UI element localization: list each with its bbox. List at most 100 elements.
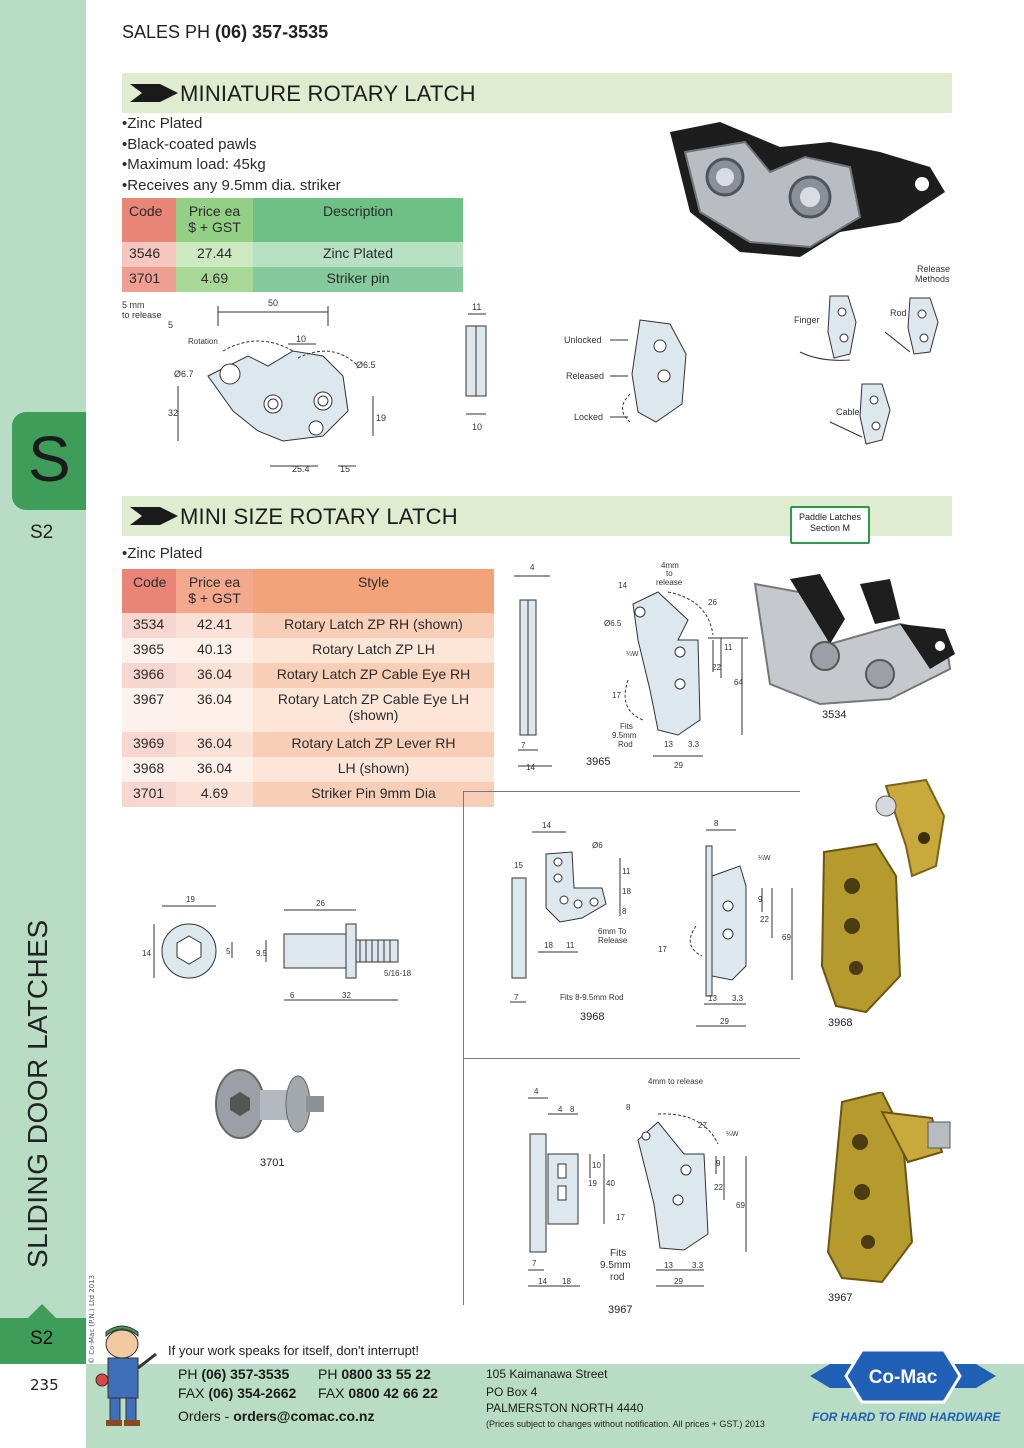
svg-text:8: 8 bbox=[714, 819, 719, 828]
photo-3534 bbox=[753, 574, 955, 706]
arrow-bullet-icon bbox=[130, 507, 178, 525]
label-3968-photo: 3968 bbox=[828, 1017, 853, 1029]
svg-text:¼W: ¼W bbox=[626, 651, 639, 658]
svg-text:Ø6.5: Ø6.5 bbox=[356, 360, 376, 370]
svg-text:Rod: Rod bbox=[618, 740, 633, 749]
svg-text:8: 8 bbox=[626, 1103, 631, 1112]
svg-text:5/16-18: 5/16-18 bbox=[384, 969, 412, 978]
svg-text:22: 22 bbox=[714, 1183, 723, 1192]
svg-text:19: 19 bbox=[376, 413, 386, 423]
svg-text:7: 7 bbox=[521, 741, 526, 750]
bottom-tab bbox=[0, 1318, 86, 1364]
svg-text:7: 7 bbox=[514, 993, 519, 1002]
svg-text:release: release bbox=[656, 578, 683, 587]
drawing-3968-side: 14 Ø6 15 11 18 8 6mm To Release 18 11 7 … bbox=[510, 821, 631, 1003]
column-header-code: Code bbox=[122, 569, 176, 613]
svg-text:22: 22 bbox=[712, 663, 721, 672]
photo-3701 bbox=[215, 1069, 324, 1139]
svg-text:¼W: ¼W bbox=[758, 855, 771, 862]
svg-text:Ø6.5: Ø6.5 bbox=[604, 619, 622, 628]
footer-phone-freephone: PH 0800 33 55 22 bbox=[318, 1366, 431, 1382]
label-release: 5 mm bbox=[122, 300, 145, 310]
svg-text:14: 14 bbox=[538, 1277, 547, 1286]
section-title-mini-size: MINI SIZE ROTARY LATCH bbox=[180, 504, 458, 529]
column-header-description: Description bbox=[253, 198, 463, 242]
column-header-code: Code bbox=[122, 198, 176, 242]
svg-text:Rotation: Rotation bbox=[188, 337, 218, 346]
drawing-striker-pin: 19 26 14 5 9.5 5/16-18 6 32 bbox=[142, 895, 412, 1001]
feature-item: Zinc Plated bbox=[122, 114, 341, 135]
svg-text:Rod: Rod bbox=[890, 308, 907, 318]
svg-text:Unlocked: Unlocked bbox=[564, 335, 602, 345]
svg-text:11: 11 bbox=[472, 302, 481, 312]
feature-item: Black-coated pawls bbox=[122, 135, 341, 156]
svg-text:27: 27 bbox=[698, 1121, 707, 1130]
divider-line bbox=[463, 1058, 800, 1059]
svg-text:15: 15 bbox=[340, 464, 350, 474]
drawing-3965: 4 7 14 4mm to release 14 26 Ø6.5 ¼W 11 2… bbox=[514, 561, 748, 772]
paddle-latches-badge[interactable]: Paddle Latches Section M bbox=[790, 506, 870, 544]
svg-text:Fits: Fits bbox=[620, 722, 633, 731]
svg-text:18: 18 bbox=[622, 887, 631, 896]
sales-phone: (06) 357-3535 bbox=[215, 22, 329, 42]
divider-line bbox=[463, 791, 800, 792]
section-tab bbox=[12, 412, 86, 510]
photo-3967 bbox=[826, 1092, 951, 1284]
svg-text:Ø6: Ø6 bbox=[592, 841, 603, 850]
svg-text:11: 11 bbox=[566, 941, 575, 950]
footer-address-line: PO Box 4 bbox=[486, 1385, 538, 1399]
label-3968-drawing: 3968 bbox=[580, 1011, 605, 1023]
feature-list-miniature: Zinc Plated Black-coated pawls Maximum l… bbox=[122, 114, 341, 197]
svg-text:Fits 8-9.5mm Rod: Fits 8-9.5mm Rod bbox=[560, 993, 624, 1002]
svg-text:50: 50 bbox=[268, 298, 278, 308]
footer-address-line: 105 Kaimanawa Street bbox=[486, 1367, 608, 1381]
bottom-tab-notch bbox=[28, 1304, 56, 1318]
svg-text:4mm to release: 4mm to release bbox=[648, 1077, 704, 1086]
svg-text:18: 18 bbox=[544, 941, 553, 950]
svg-text:10: 10 bbox=[296, 334, 306, 344]
svg-text:9.5mm: 9.5mm bbox=[600, 1260, 631, 1271]
footer-fax: FAX (06) 354-2662 bbox=[178, 1385, 297, 1401]
footer-fax-freephone: FAX 0800 42 66 22 bbox=[318, 1385, 438, 1401]
svg-text:29: 29 bbox=[720, 1017, 729, 1026]
feature-item: Receives any 9.5mm dia. striker bbox=[122, 176, 340, 197]
svg-text:18: 18 bbox=[562, 1277, 571, 1286]
sales-phone-line: SALES PH (06) 357-3535 bbox=[122, 22, 328, 43]
svg-text:11: 11 bbox=[622, 867, 631, 876]
bottom-tab-code: S2 bbox=[30, 1328, 54, 1349]
svg-text:rod: rod bbox=[610, 1272, 624, 1283]
drawing-3968-front: 8 ¼W 9 22 69 17 13 3.3 29 bbox=[658, 819, 793, 1027]
svg-text:17: 17 bbox=[616, 1213, 625, 1222]
section-tab-letter: S bbox=[28, 423, 71, 495]
svg-text:32: 32 bbox=[342, 991, 351, 1000]
table-row: 3546 27.44 Zinc Plated bbox=[122, 242, 463, 267]
vertical-category-title: SLIDING DOOR LATCHES bbox=[22, 919, 53, 1268]
svg-text:8: 8 bbox=[570, 1105, 575, 1114]
section-tab-code: S2 bbox=[30, 522, 54, 543]
svg-text:5: 5 bbox=[226, 947, 231, 956]
svg-text:9.5mm: 9.5mm bbox=[612, 731, 637, 740]
svg-text:Methods: Methods bbox=[915, 274, 950, 284]
svg-text:Cable: Cable bbox=[836, 407, 860, 417]
sales-prefix: SALES PH bbox=[122, 22, 216, 42]
label-3534: 3534 bbox=[822, 709, 847, 721]
page-number: 235 bbox=[30, 1376, 59, 1394]
label-3967-photo: 3967 bbox=[828, 1292, 853, 1304]
sidebar bbox=[0, 0, 86, 1320]
svg-text:11: 11 bbox=[724, 643, 733, 652]
photo-miniature-rotary-latch bbox=[670, 122, 945, 257]
footer-slogan: If your work speaks for itself, don't in… bbox=[168, 1343, 420, 1358]
footer-phone: PH (06) 357-3535 bbox=[178, 1366, 290, 1382]
label-3701: 3701 bbox=[260, 1157, 285, 1169]
svg-text:25.4: 25.4 bbox=[292, 464, 310, 474]
label-3965: 3965 bbox=[586, 756, 611, 768]
label-3967-drawing: 3967 bbox=[608, 1304, 633, 1316]
orders-email-link[interactable]: orders@comac.co.nz bbox=[233, 1408, 375, 1424]
svg-text:13: 13 bbox=[664, 740, 673, 749]
comac-logo: Co-Mac bbox=[810, 1348, 996, 1404]
svg-text:14: 14 bbox=[542, 821, 551, 830]
svg-text:6mm To: 6mm To bbox=[598, 927, 627, 936]
